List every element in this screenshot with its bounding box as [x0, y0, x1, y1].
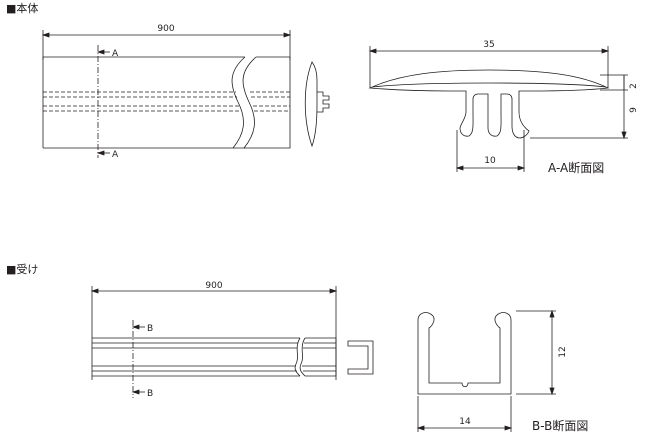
dim-arrow [549, 309, 555, 318]
section-b-b: 12 14 B-B断面図 [416, 309, 588, 433]
main-break-line [242, 56, 257, 149]
heading-receiver-text: ■受け [6, 263, 39, 276]
dim-arrow [601, 48, 610, 54]
receiver-break-line [299, 337, 306, 377]
main-body-plan-view: 900 A A [41, 24, 292, 160]
section-marker-b-top: B [147, 324, 153, 334]
section-b-profile [417, 312, 512, 395]
dim-arrow [504, 425, 513, 431]
section-b-caption: B-B断面図 [532, 418, 588, 433]
dim-arrow [90, 288, 99, 294]
receiver-break-line [294, 337, 301, 377]
dim-arrow [549, 387, 555, 396]
main-break-line [231, 56, 246, 149]
dim-arrow [96, 49, 105, 55]
section-a-height-dim-text: 9 [629, 107, 639, 113]
main-body-end-view [304, 61, 330, 148]
dim-arrow [41, 32, 50, 38]
receiver-length-dim-text: 900 [205, 281, 222, 291]
section-b-height-dim-text: 12 [558, 346, 568, 357]
receiver-strip-left [92, 337, 300, 377]
main-hidden-lines [43, 91, 290, 112]
dim-arrow [416, 425, 425, 431]
dim-arrow [131, 324, 140, 330]
heading-main-body: ■本体 [6, 2, 38, 16]
section-marker-a-bottom: A [112, 150, 119, 160]
dim-arrow [621, 131, 627, 140]
receiver-end-view [347, 340, 374, 375]
dim-arrow [517, 165, 526, 171]
receiver-inner-lines [92, 342, 336, 372]
section-b-width-dim-text: 14 [459, 417, 471, 427]
dim-arrow [96, 150, 105, 156]
dim-arrow [455, 165, 464, 171]
section-marker-a-top: A [112, 49, 119, 59]
section-a-a: 35 2 9 10 A-A断面図 [368, 40, 639, 175]
dim-arrow [329, 288, 338, 294]
heading-main-body-text: ■本体 [6, 2, 39, 15]
receiver-strip-right [305, 337, 337, 377]
receiver-plan-view: 900 B B [90, 281, 338, 399]
main-strip-left [42, 56, 245, 149]
dim-arrow [283, 32, 292, 38]
section-marker-b-bottom: B [147, 389, 153, 399]
section-a-leg-dim-text: 10 [484, 156, 496, 166]
main-length-dim-text: 900 [157, 24, 174, 34]
dim-arrow [131, 389, 140, 395]
dim-arrow [368, 48, 377, 54]
section-a-inner-line [371, 82, 607, 88]
section-a-thickness-dim-text: 2 [629, 83, 639, 89]
main-strip-right [244, 56, 291, 149]
heading-receiver: ■受け [6, 263, 38, 277]
section-a-profile [368, 69, 610, 139]
section-a-width-dim-text: 35 [483, 40, 494, 50]
section-a-caption: A-A断面図 [548, 160, 604, 175]
